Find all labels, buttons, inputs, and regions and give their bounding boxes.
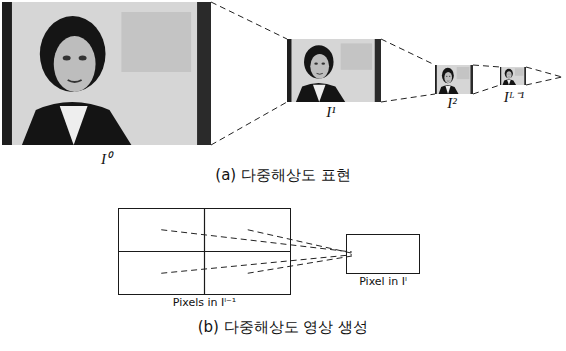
level-label: I² <box>447 95 457 112</box>
projection-line <box>248 230 352 253</box>
projection-line <box>161 255 352 273</box>
level-label: I¹ <box>326 104 336 121</box>
projection-line <box>248 256 352 273</box>
projection-line <box>161 230 352 252</box>
box-caption: Pixel in Iˡ <box>359 275 407 288</box>
subfigure-caption: (b) 다중해상도 영상 생성 <box>198 318 369 337</box>
pixel-grid-box: Pixels in Iˡ⁻¹ <box>118 208 291 295</box>
subfigure-caption: (a) 다중해상도 표현 <box>215 166 350 185</box>
level-label: I⁰ <box>101 148 111 168</box>
pixel-box: Pixel in Iˡ <box>346 234 420 274</box>
level-label: Iᴸ⁻¹ <box>504 86 524 106</box>
box-caption: Pixels in Iˡ⁻¹ <box>173 296 236 309</box>
